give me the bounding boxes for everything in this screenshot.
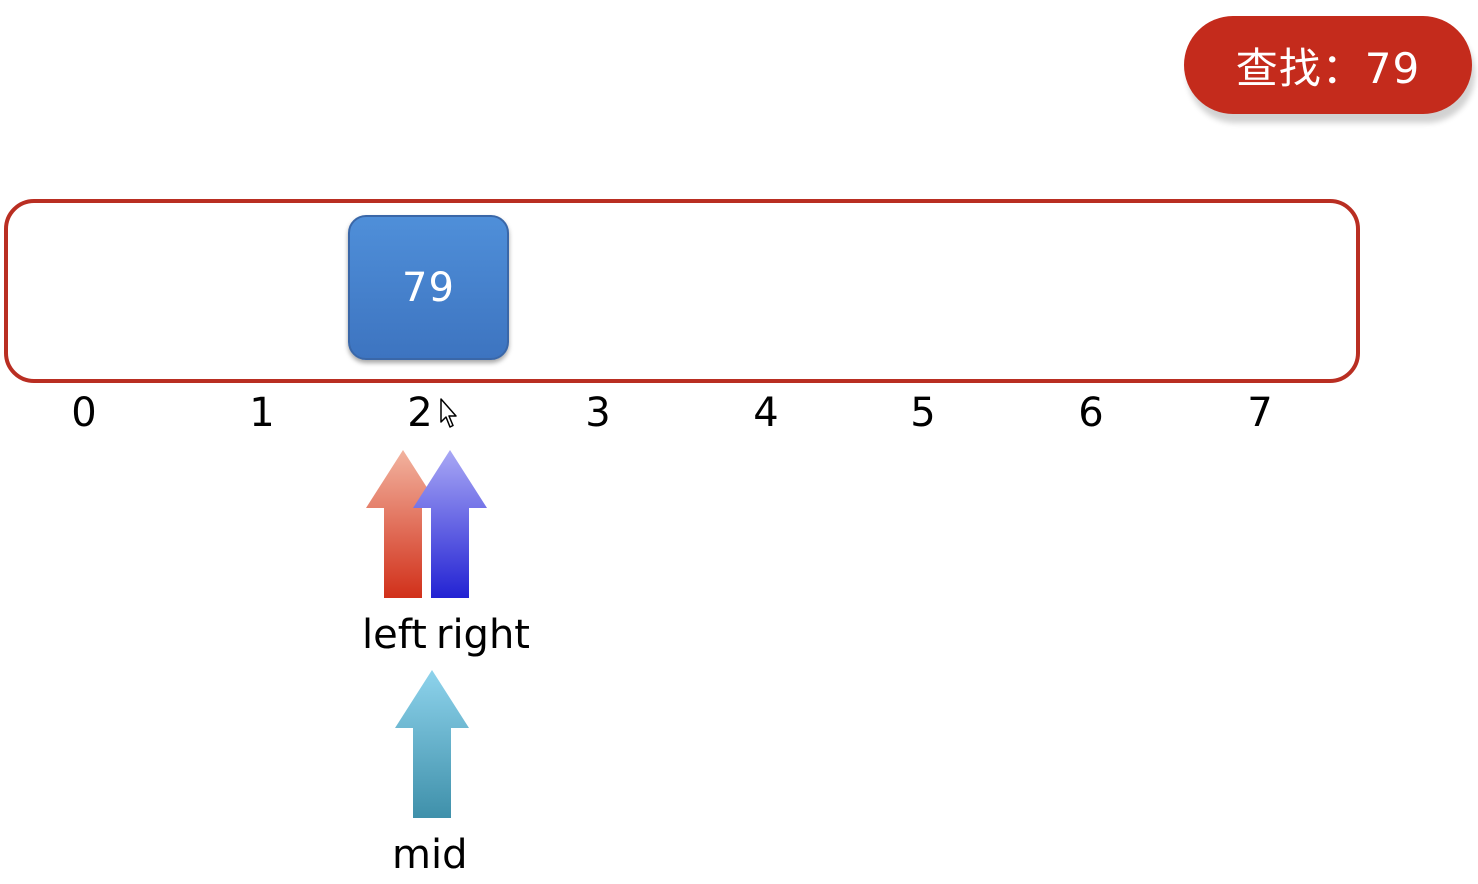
array-index: 6 bbox=[1078, 390, 1104, 436]
array-index: 3 bbox=[585, 390, 611, 436]
array-container bbox=[4, 199, 1360, 383]
mid-pointer-arrow-icon bbox=[395, 670, 469, 818]
array-index: 4 bbox=[753, 390, 779, 436]
array-index: 0 bbox=[71, 390, 97, 436]
mid-pointer-label: mid bbox=[392, 832, 468, 878]
left-pointer-arrow-icon bbox=[366, 450, 440, 598]
array-cell: 79 bbox=[348, 215, 509, 360]
array-index: 7 bbox=[1247, 390, 1273, 436]
right-pointer-arrow-icon bbox=[413, 450, 487, 598]
array-index: 5 bbox=[910, 390, 936, 436]
array-index: 2 bbox=[407, 390, 433, 436]
left-pointer-label: left bbox=[362, 612, 427, 658]
search-target-badge: 查找：79 bbox=[1184, 16, 1472, 114]
array-index: 1 bbox=[249, 390, 275, 436]
right-pointer-label: right bbox=[436, 612, 530, 658]
cursor-icon bbox=[440, 398, 457, 428]
